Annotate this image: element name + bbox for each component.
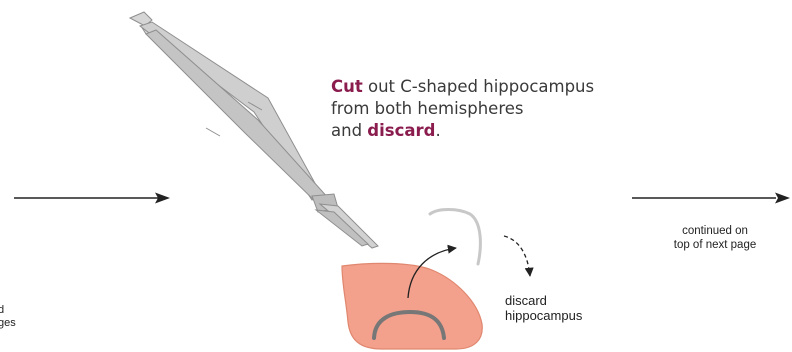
instruction-line-3-prefix: and: [331, 121, 367, 140]
edge-note-line-1: d: [0, 304, 16, 317]
instruction-line-1: Cut out C-shaped hippocampus: [331, 76, 651, 98]
discard-note: discard hippocampus: [505, 293, 582, 323]
arrow-right-icon: [632, 193, 790, 204]
discard-note-line-1: discard: [505, 293, 582, 308]
instruction-line-1-rest: out C-shaped hippocampus: [363, 77, 594, 96]
brain-tissue-icon: [342, 263, 482, 349]
hippocampus-icon: [430, 210, 480, 265]
continued-note-line-2: top of next page: [640, 238, 790, 252]
continued-note: continued on top of next page: [640, 224, 790, 252]
highlight-discard: discard: [367, 121, 435, 140]
discard-arrow: [504, 236, 530, 276]
instruction-line-3-suffix: .: [435, 121, 440, 140]
edge-note-line-2: ges: [0, 317, 16, 330]
instruction-text: Cut out C-shaped hippocampus from both h…: [331, 76, 651, 142]
arrow-right-icon: [14, 193, 170, 204]
cropped-edge-note: d ges: [0, 304, 16, 330]
discard-note-line-2: hippocampus: [505, 308, 582, 323]
continued-note-line-1: continued on: [640, 224, 790, 238]
instruction-line-2: from both hemispheres: [331, 98, 651, 120]
instruction-line-3: and discard.: [331, 120, 651, 142]
highlight-cut: Cut: [331, 77, 363, 96]
